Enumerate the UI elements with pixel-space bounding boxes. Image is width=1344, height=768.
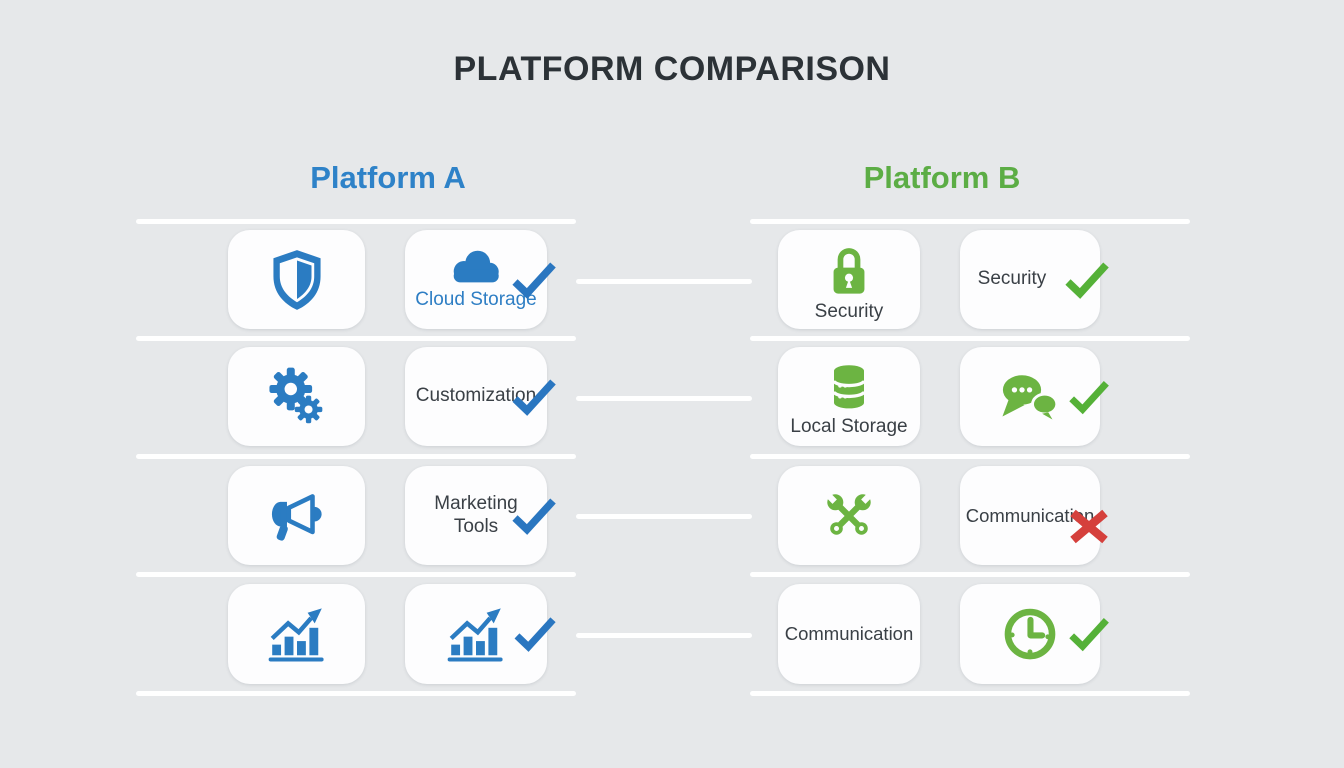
megaphone-icon <box>271 493 322 541</box>
check-icon <box>514 617 556 652</box>
platform-b-row1-feature-card: Security <box>960 230 1109 329</box>
platform-a-row1-icon-card <box>228 230 365 329</box>
row-divider <box>750 336 1190 341</box>
check-icon <box>512 378 556 416</box>
database-icon <box>832 365 866 409</box>
gears-icon <box>268 367 322 423</box>
feature-label: Marketing Tools <box>434 493 518 537</box>
row-divider <box>136 572 576 577</box>
row-divider <box>136 219 576 224</box>
bar-chart-icon <box>447 608 503 662</box>
check-icon <box>512 497 556 535</box>
row-divider <box>750 219 1190 224</box>
clock-icon <box>1004 608 1056 660</box>
platform-b-row3-icon-card <box>778 466 920 565</box>
platform-a-header: Platform A <box>310 160 466 195</box>
row-divider <box>136 454 576 459</box>
icon-card-label: Communication <box>784 623 914 645</box>
platform-a-row2-icon-card <box>228 347 365 446</box>
feature-label: Security <box>977 268 1047 290</box>
platform-b-row4-icon-card: Communication <box>778 584 920 684</box>
platform-b-row3-feature-card: Communication <box>960 466 1108 565</box>
platform-b-row4-feature-card <box>960 584 1109 684</box>
platform-a-row3-icon-card <box>228 466 365 565</box>
feature-label: Communication <box>965 504 1095 526</box>
row-divider <box>136 691 576 696</box>
platform-b-row2-feature-card <box>960 347 1109 446</box>
platform-a-row3-feature-card: Marketing Tools <box>405 466 556 565</box>
wrenches-icon <box>825 492 873 535</box>
icon-card-label: Security <box>814 300 884 322</box>
platform-a-row4-feature-card <box>405 584 556 684</box>
feature-label: Cloud Storage <box>415 288 537 310</box>
row-divider <box>750 454 1190 459</box>
chat-bubbles-icon <box>1002 374 1059 423</box>
check-icon <box>1069 380 1109 414</box>
cross-icon <box>1070 510 1108 544</box>
check-icon <box>1069 617 1109 652</box>
row-connector <box>576 279 752 284</box>
check-icon <box>1065 261 1109 299</box>
row-connector <box>576 396 752 401</box>
platform-a-row4-icon-card <box>228 584 365 684</box>
platform-b-row1-icon-card: Security <box>778 230 920 329</box>
bar-chart-icon <box>268 608 324 662</box>
row-connector <box>576 633 752 638</box>
page-title: PLATFORM COMPARISON <box>453 50 891 88</box>
shield-icon <box>272 249 321 310</box>
platform-b-header: Platform B <box>863 160 1021 195</box>
platform-b-row2-icon-card: Local Storage <box>778 347 920 446</box>
cloud-icon <box>453 250 499 283</box>
row-divider <box>750 691 1190 696</box>
row-divider <box>750 572 1190 577</box>
row-divider <box>136 336 576 341</box>
platform-a-row2-feature-card: Customization <box>405 347 556 446</box>
row-connector <box>576 514 752 519</box>
platform-a-row1-feature-card: Cloud Storage <box>405 230 556 329</box>
padlock-icon <box>833 247 865 294</box>
check-icon <box>512 261 556 299</box>
icon-card-label: Local Storage <box>790 415 908 437</box>
feature-label: Customization <box>415 385 537 407</box>
